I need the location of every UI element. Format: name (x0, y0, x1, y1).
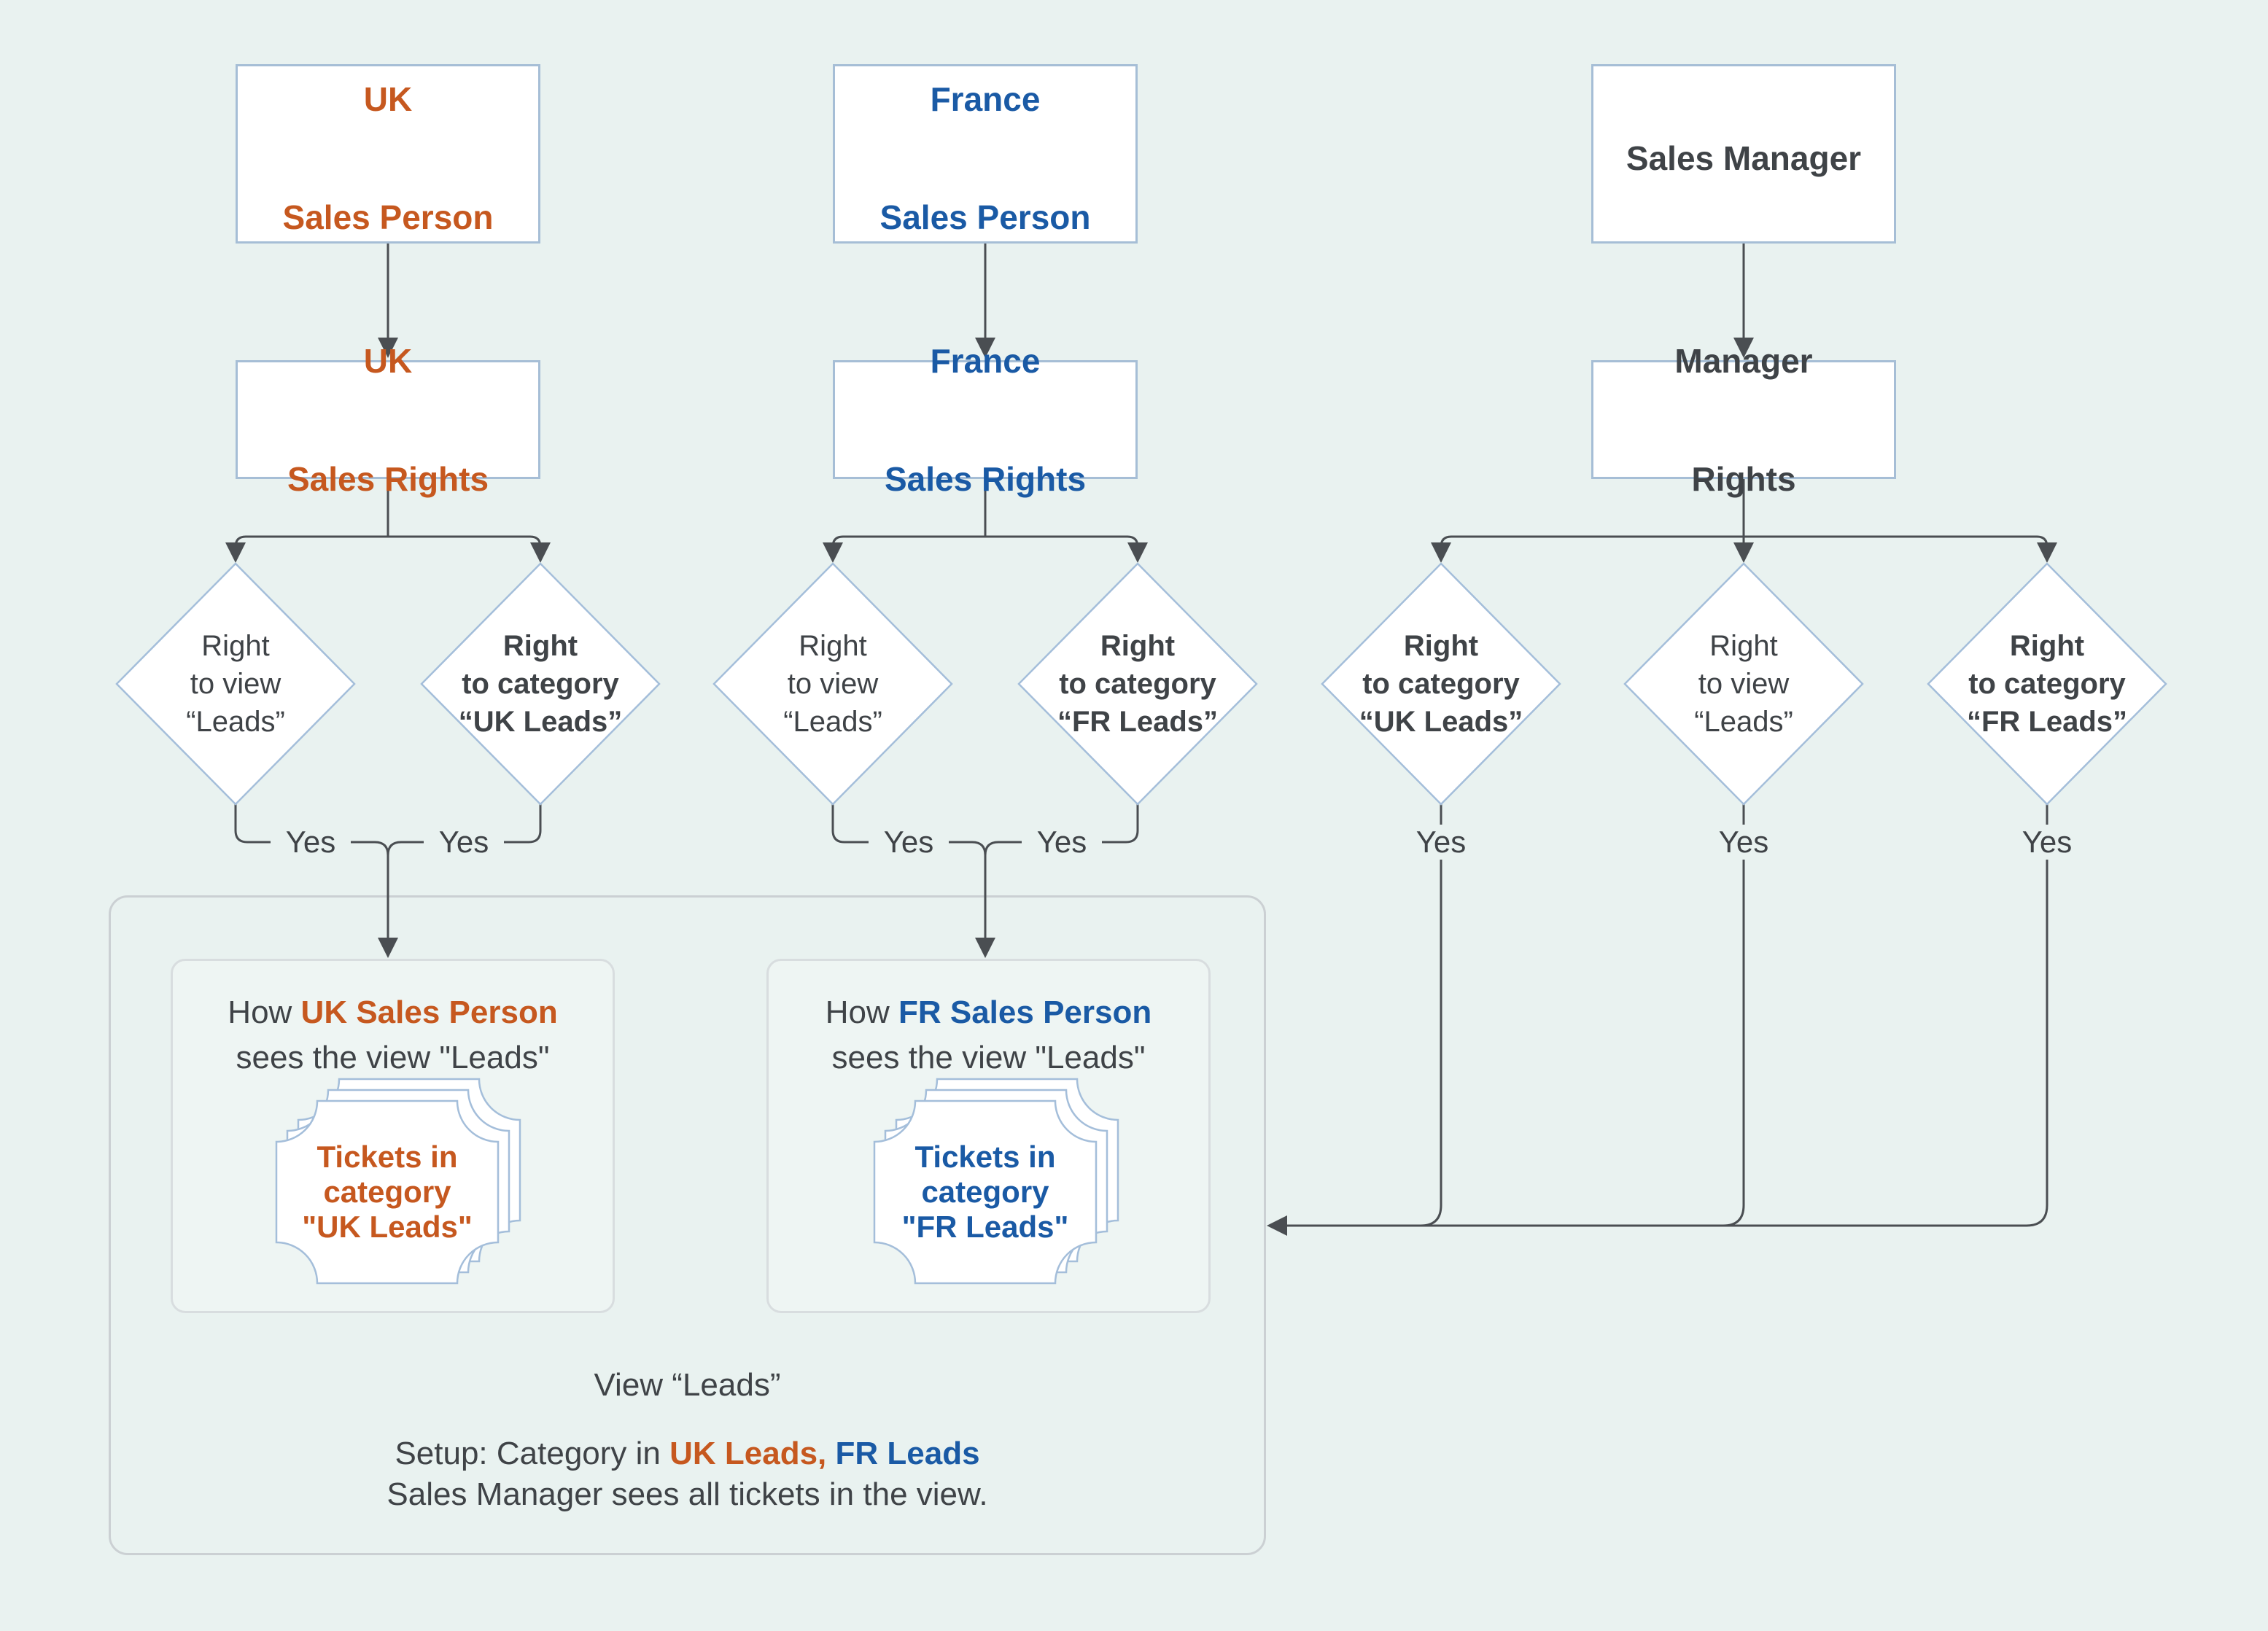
yes-label: Yes (883, 825, 934, 859)
diamond-line: “Leads” (783, 706, 882, 738)
heading-prefix: How (825, 994, 898, 1030)
panel-setup-line: Setup: Category in UK Leads, FR Leads (109, 1436, 1266, 1471)
diamond-uk-right-to-view: Right to view “Leads” (117, 627, 354, 741)
diamond-line: “FR Leads” (1057, 706, 1219, 738)
diamond-line: to category (1059, 668, 1216, 700)
diamond-line: to category (1968, 668, 2126, 700)
diamond-line: “Leads” (186, 706, 285, 738)
diamond-line: Right (799, 630, 867, 662)
ticket-line: "UK Leads" (302, 1210, 473, 1244)
connector-manager-yes1-drop (1420, 860, 1442, 1227)
setup-fr-leads: FR Leads (826, 1436, 980, 1471)
diamond-line: to category (1362, 668, 1520, 700)
rights-label-line1: UK (363, 341, 413, 380)
rights-label-line1: Manager (1674, 341, 1813, 380)
fr-ticket-label: Tickets in category "FR Leads" (872, 1140, 1098, 1245)
diamond-manager-right-to-view: Right to view “Leads” (1625, 627, 1863, 741)
yes-label: Yes (285, 825, 336, 859)
yes-label: Yes (1036, 825, 1087, 859)
arrowhead-manager-diamond1 (1431, 542, 1451, 563)
rights-label-line1: France (930, 341, 1041, 380)
heading-actor: FR Sales Person (898, 994, 1152, 1030)
connector-fr-yes-left-b (949, 841, 987, 856)
arrowhead-fr-diamond1 (823, 542, 843, 563)
connector-fr-yes-right-b (984, 841, 1022, 856)
diamond-line: “UK Leads” (1359, 706, 1523, 738)
actor-label-line1: UK (363, 80, 413, 118)
arrowhead-uk-diamond2 (530, 542, 551, 563)
diamond-line: to category (462, 668, 619, 700)
yes-label: Yes (1718, 825, 1769, 859)
uk-view-heading-line1: How UK Sales Person (171, 990, 615, 1035)
ticket-line: category (323, 1175, 451, 1209)
ticket-line: Tickets in (316, 1140, 458, 1174)
actor-label-line1: France (930, 80, 1041, 118)
connector-uk-yes-right-a (504, 804, 542, 844)
diamond-line: Right (2009, 630, 2085, 662)
connector-uk-yes-right-b (387, 841, 424, 856)
ticket-line: "FR Leads" (901, 1210, 1069, 1244)
sales-manager-box: Sales Manager (1591, 64, 1896, 244)
rights-label-line2: Sales Rights (287, 459, 489, 498)
panel-caption: View “Leads” (594, 1367, 781, 1403)
panel-note: Sales Manager sees all tickets in the vi… (387, 1476, 988, 1512)
connector-fr-yes-right-a (1102, 804, 1139, 844)
arrowhead-manager-diamond3 (2037, 542, 2057, 563)
diamond-line: to view (1698, 668, 1790, 700)
diamond-fr-right-to-category: Right to category “FR Leads” (1019, 627, 1257, 741)
actor-label-line2: Sales Person (282, 198, 494, 236)
diamond-line: to view (190, 668, 281, 700)
connector-fr-yes-left-a (831, 804, 869, 844)
diamond-line: Right (1100, 630, 1176, 662)
uk-sales-rights-box: UK Sales Rights (236, 342, 540, 498)
connector-uk-yes-left-a (234, 804, 271, 844)
france-sales-person-box: France Sales Person (833, 64, 1138, 244)
diamond-line: Right (201, 630, 270, 662)
fr-view-heading-line2: sees the view "Leads" (831, 1040, 1146, 1075)
connector-manager-yes2-drop (1723, 860, 1745, 1227)
uk-sales-person-box: UK Sales Person (236, 64, 540, 244)
fr-view-heading: How FR Sales Person sees the view "Leads… (766, 990, 1211, 1081)
setup-prefix: Setup: Category in (395, 1436, 670, 1471)
diamond-line: “UK Leads” (458, 706, 623, 738)
diamond-line: “FR Leads” (1966, 706, 2128, 738)
ticket-line: Tickets in (914, 1140, 1056, 1174)
ticket-line: category (921, 1175, 1049, 1209)
diamond-line: to view (787, 668, 879, 700)
yes-label: Yes (2022, 825, 2073, 859)
arrowhead-manager-panel (1267, 1215, 1287, 1236)
diamond-line: Right (1709, 630, 1778, 662)
diamond-line: “Leads” (1694, 706, 1793, 738)
diamond-manager-uk-category: Right to category “UK Leads” (1322, 627, 1560, 741)
yes-label: Yes (1415, 825, 1467, 859)
connector-manager-yes3-drop (2026, 860, 2048, 1227)
uk-view-heading-line2: sees the view "Leads" (236, 1040, 550, 1075)
view-leads-panel (109, 895, 1266, 1555)
diamond-manager-fr-category: Right to category “FR Leads” (1928, 627, 2166, 741)
connector-uk-yes-left-b (351, 841, 389, 856)
arrowhead-fr-diamond2 (1127, 542, 1148, 563)
heading-actor: UK Sales Person (300, 994, 558, 1030)
arrowhead-uk-diamond1 (225, 542, 246, 563)
uk-view-heading: How UK Sales Person sees the view "Leads… (171, 990, 615, 1081)
rights-label-line2: Rights (1691, 459, 1796, 498)
fr-view-heading-line1: How FR Sales Person (766, 990, 1211, 1035)
diamond-line: Right (1403, 630, 1479, 662)
diamond-fr-right-to-view: Right to view “Leads” (714, 627, 952, 741)
heading-prefix: How (228, 994, 301, 1030)
uk-ticket-label: Tickets in category "UK Leads" (274, 1140, 500, 1245)
yes-label: Yes (438, 825, 489, 859)
diamond-line: Right (502, 630, 578, 662)
diamond-uk-right-to-category: Right to category “UK Leads” (422, 627, 659, 741)
actor-label-line2: Sales Person (879, 198, 1091, 236)
manager-rights-box: Manager Rights (1591, 342, 1896, 498)
france-sales-rights-box: France Sales Rights (833, 342, 1138, 498)
rights-label-line2: Sales Rights (884, 459, 1087, 498)
actor-label-line1: Sales Manager (1626, 139, 1862, 177)
setup-uk-leads: UK Leads, (669, 1436, 827, 1471)
